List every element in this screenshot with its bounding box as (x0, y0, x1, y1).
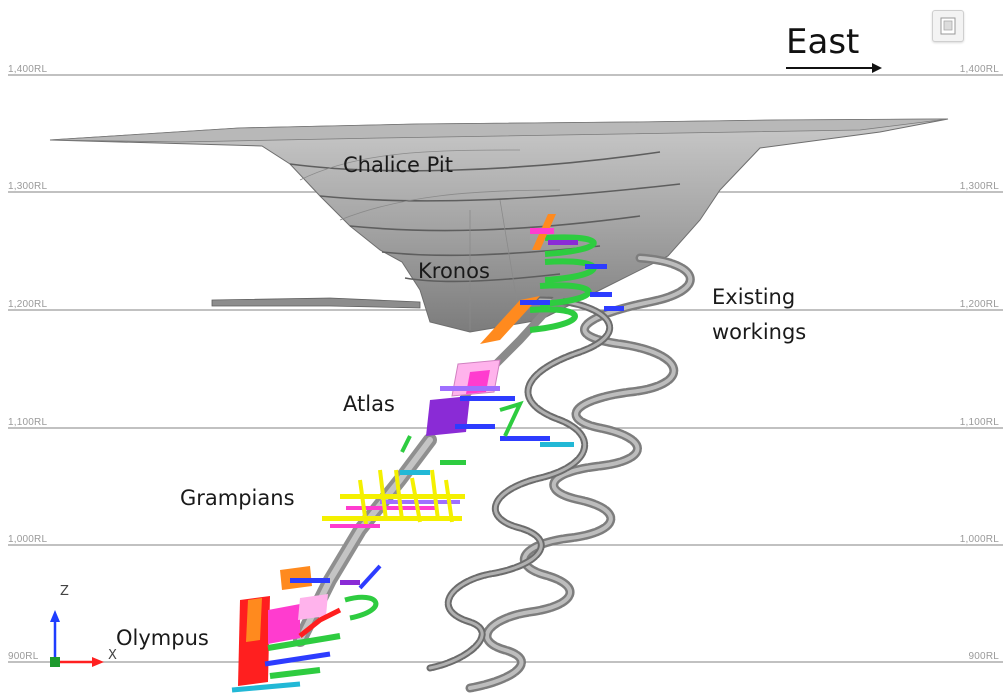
elevation-label-left-900: 900RL (8, 651, 39, 662)
atlas-stopes (400, 359, 574, 453)
grampians-stopes (322, 460, 466, 528)
chalice-pit-shell (49, 118, 949, 333)
page-view-icon (940, 17, 956, 35)
elevation-label-right-900: 900RL (968, 651, 999, 662)
elevation-label-left-1100: 1,100RL (8, 417, 48, 428)
elevation-label-right-1200: 1,200RL (959, 299, 999, 310)
direction-label: East (786, 22, 860, 62)
elevation-label-left-1400: 1,400RL (8, 64, 48, 75)
zone-label-atlas: Atlas (343, 392, 395, 416)
kronos-stopes (480, 214, 624, 344)
elevation-label-left-1300: 1,300RL (8, 181, 48, 192)
direction-arrow (786, 63, 882, 73)
zone-label-grampians: Grampians (180, 486, 295, 510)
elevation-label-right-1400: 1,400RL (959, 64, 999, 75)
zone-label-kronos: Kronos (418, 259, 490, 283)
axis-label-x: X (108, 648, 117, 663)
view-toggle-button[interactable] (932, 10, 964, 42)
axis-triad (50, 610, 104, 667)
olympus-stopes (231, 564, 382, 693)
elevation-label-left-1200: 1,200RL (8, 299, 48, 310)
elevation-label-right-1100: 1,100RL (959, 417, 999, 428)
elevation-label-right-1000: 1,000RL (959, 534, 999, 545)
axis-label-z: Z (60, 584, 69, 599)
zone-label-existing-line1: Existing (712, 285, 796, 309)
zone-label-chalice-pit: Chalice Pit (343, 153, 453, 177)
elevation-label-left-1000: 1,000RL (8, 534, 48, 545)
zone-label-olympus: Olympus (116, 626, 209, 650)
zone-label-existing-line2: workings (712, 320, 807, 344)
elevation-label-right-1300: 1,300RL (959, 181, 999, 192)
